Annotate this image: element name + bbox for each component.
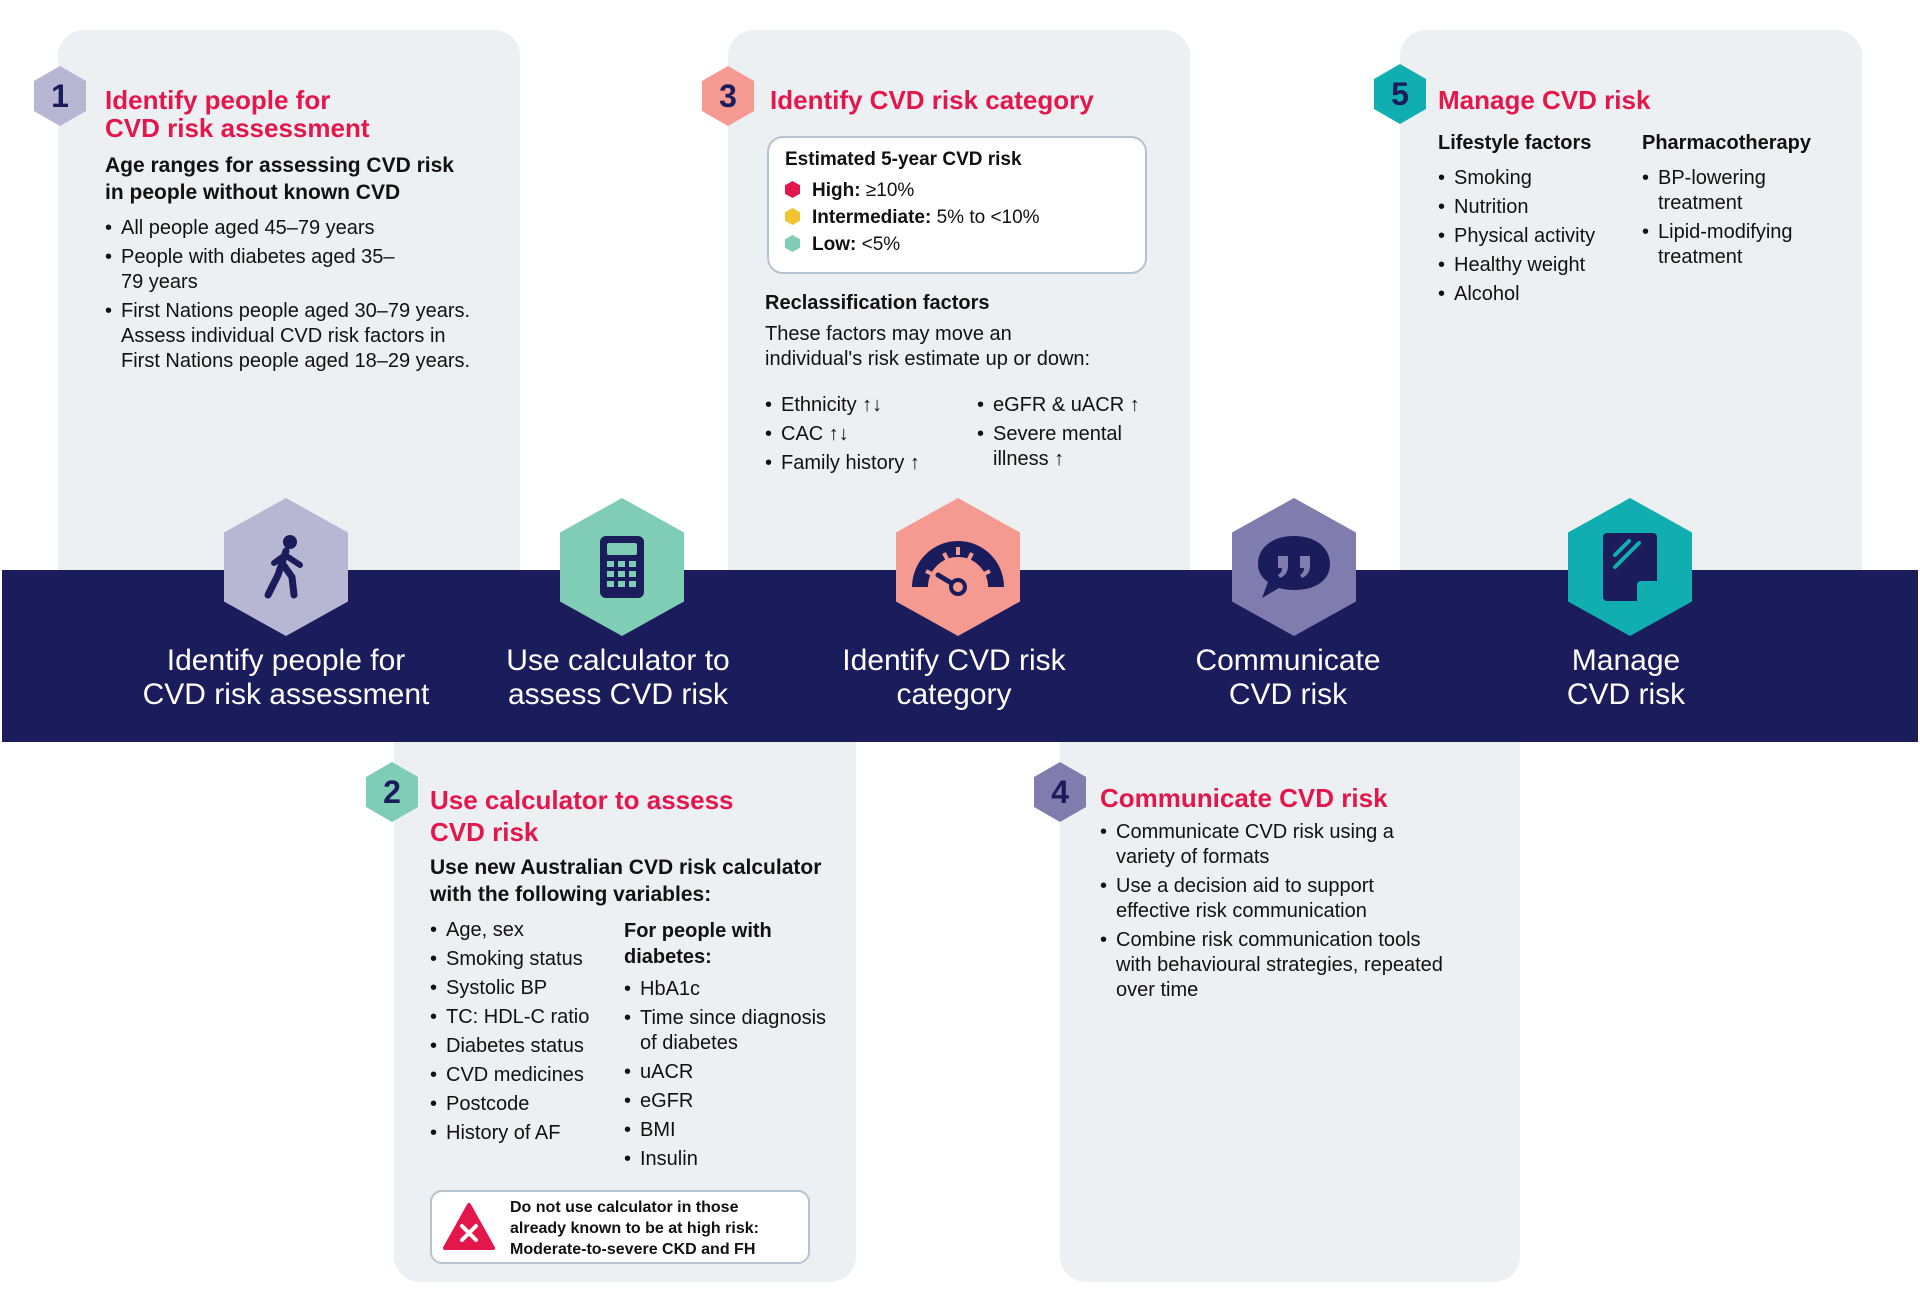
speech-bubble-quote-icon [1258,536,1330,598]
list-item: Insulin [624,1147,854,1172]
step-3-title: Identify CVD risk category [770,85,1094,115]
list-item: Communicate CVD risk using a variety of … [1100,820,1420,870]
step-2-title: Use calculator to assess CVD risk [430,785,734,847]
reclassification-text: These factors may move an individual's r… [765,323,1091,370]
lifestyle-list: Smoking Nutrition Physical activity Heal… [1438,166,1638,311]
step-5-title: Manage CVD risk [1438,85,1651,115]
list-item: People with diabetes aged 35–79 years [105,245,395,295]
step-2-hexagon [560,498,684,636]
warning-text: Do not use calculator in those already k… [510,1199,759,1258]
step-4-list: Communicate CVD risk using a variety of … [1100,820,1450,1007]
list-item: BP-lowering treatment [1642,166,1792,216]
pharmacotherapy-list: BP-lowering treatment Lipid-modifying tr… [1642,166,1832,274]
up-down-arrow-icon: ↑↓ [862,394,883,416]
note-pad-icon [1603,533,1657,601]
red-hexagon-icon [785,181,800,198]
list-item: eGFR & uACR ↑ [977,393,1157,418]
list-item: History of AF [430,1121,620,1146]
pharmacotherapy-heading: Pharmacotherapy [1642,132,1811,154]
step-1-subheading: Age ranges for assessing CVD risk in peo… [105,154,454,204]
list-item: Smoking status [430,947,620,972]
risk-box-title: Estimated 5-year CVD risk [785,149,1022,170]
list-item: Use a decision aid to support effective … [1100,874,1400,924]
list-item: Nutrition [1438,195,1638,220]
risk-level-intermediate: Intermediate: 5% to <10% [785,206,1040,230]
list-item: BMI [624,1118,854,1143]
list-item: Postcode [430,1092,620,1117]
risk-level-low: Low: <5% [785,233,900,257]
list-item: CVD medicines [430,1063,620,1088]
up-arrow-icon: ↑ [1129,394,1140,416]
list-item: Time since diagnosis of diabetes [624,1006,844,1056]
list-item: Diabetes status [430,1034,620,1059]
up-arrow-icon: ↑ [909,452,920,474]
calculator-warning-box: Do not use calculator in those already k… [430,1190,810,1264]
diabetes-variables-heading: For people with diabetes: [624,920,772,968]
list-item: Healthy weight [1438,253,1638,278]
list-item: Physical activity [1438,224,1638,249]
reclassification-factors-left: Ethnicity ↑↓ CAC ↑↓ Family history ↑ [765,393,965,480]
reclassification-factors-right: eGFR & uACR ↑ Severe mental illness ↑ [977,393,1157,476]
lifestyle-heading: Lifestyle factors [1438,132,1592,154]
walking-person-icon [264,535,303,599]
step-4-title: Communicate CVD risk [1100,783,1388,813]
list-item: Ethnicity ↑↓ [765,393,965,418]
calculator-variables-list: Age, sex Smoking status Systolic BP TC: … [430,918,620,1150]
list-item: First Nations people aged 30–79 years. A… [105,299,485,374]
gauge-icon [912,541,1004,596]
step-2-subheading: Use new Australian CVD risk calculator w… [430,856,822,906]
list-item: Severe mental illness ↑ [977,422,1157,472]
list-item: HbA1c [624,977,854,1002]
list-item: Systolic BP [430,976,620,1001]
risk-level-high: High: ≥10% [785,179,914,203]
list-item: Smoking [1438,166,1638,191]
up-down-arrow-icon: ↑↓ [828,423,849,445]
step-1-list: All people aged 45–79 years People with … [105,216,485,378]
diabetes-variables-list: HbA1c Time since diagnosis of diabetes u… [624,977,854,1176]
list-item: eGFR [624,1089,854,1114]
green-hexagon-icon [785,235,800,252]
list-item: All people aged 45–79 years [105,216,485,241]
list-item: Lipid-modifying treatment [1642,220,1812,270]
list-item: Age, sex [430,918,620,943]
yellow-hexagon-icon [785,208,800,225]
step-3-hexagon [896,498,1020,636]
list-item: uACR [624,1060,854,1085]
warning-cross-icon [443,1203,495,1250]
step-3-number-badge: 3 [702,66,754,126]
list-item: TC: HDL-C ratio [430,1005,620,1030]
calculator-icon [600,536,644,598]
list-item: Combine risk communication tools with be… [1100,928,1450,1003]
up-arrow-icon: ↑ [1054,448,1065,470]
step-1-title: Identify people for CVD risk assessment [105,85,370,143]
risk-category-box: Estimated 5-year CVD risk High: ≥10% Int… [767,136,1147,274]
list-item: CAC ↑↓ [765,422,965,447]
list-item: Alcohol [1438,282,1638,307]
reclassification-heading: Reclassification factors [765,292,990,314]
list-item: Family history ↑ [765,451,965,476]
